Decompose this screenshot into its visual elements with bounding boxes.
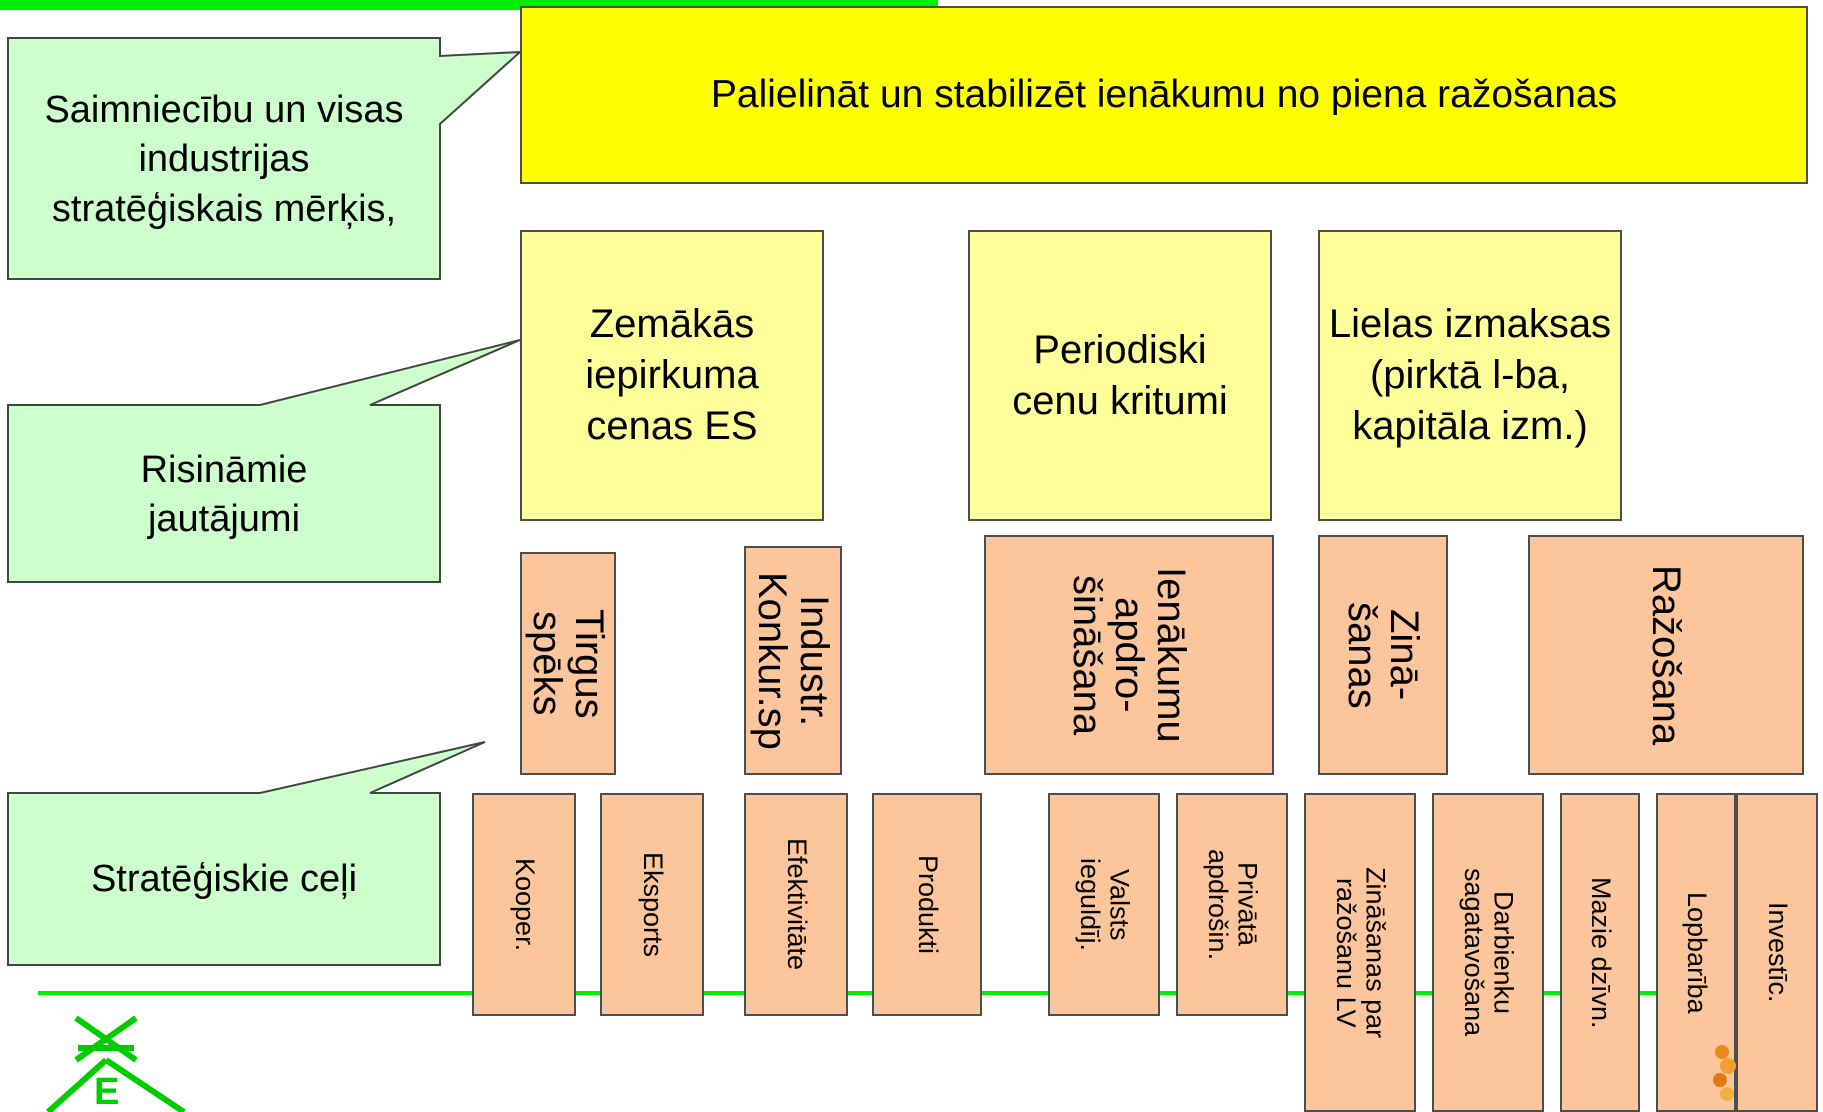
path-box: Kooper. [472,793,576,1016]
path-label: Kooper. [509,857,540,952]
paths-callout-shape [7,741,486,966]
path-label: Eksports [637,851,668,958]
path-box: Valsts ieguldīj. [1048,793,1160,1016]
path-label: Efektivitāte [781,838,812,971]
path-box: Mazie dzīvn. [1560,793,1640,1112]
issue-label: Periodiski cenu kritumi [1012,327,1228,423]
logo-icon: E [45,1015,186,1112]
paths-callout-label: Stratēģiskie ceļi [90,858,358,901]
strategy-label: Zinā-šanas [1340,601,1426,709]
path-label: Investīc. [1762,902,1793,1003]
path-box: Produkti [872,793,982,1016]
path-box: Efektivitāte [744,793,848,1016]
path-label: Produkti [912,854,943,955]
goal-label: Palielināt un stabilizēt ienākumu no pie… [710,73,1618,116]
top-divider-line [0,0,938,10]
strategy-box: Zinā-šanas [1318,535,1448,775]
path-box: Lopbarība [1656,793,1736,1112]
path-label: Valsts ieguldīj. [1075,857,1135,952]
issue-label: Zemākās iepirkuma cenas ES [585,302,759,448]
strategy-box: Industr. Konkur.sp [744,546,842,775]
issue-box: Zemākās iepirkuma cenas ES [520,230,824,521]
path-box: Investīc. [1736,793,1818,1112]
decoration-icon [1713,1045,1736,1101]
path-box: Darbienku sagatavošana [1432,793,1544,1112]
path-box: Privātā apdrošin. [1176,793,1288,1016]
strategy-box: Tirgus spēks [520,552,616,775]
path-label: Darbienku sagatavošana [1459,868,1519,1037]
strategy-label: Industr. Konkur.sp [750,571,836,750]
strategy-box: Ienākumu apdro-šināšana [984,535,1274,775]
issues-callout-shape [7,339,521,583]
path-label: Lopbarība [1681,891,1712,1014]
paths-callout: Stratēģiskie ceļi [10,797,438,963]
issues-callout: Risināmie jautājumi [10,410,438,580]
path-box: Zināšanas par ražošanu LV [1304,793,1416,1112]
issue-box: Periodiski cenu kritumi [968,230,1272,521]
goal-box: Palielināt un stabilizēt ienākumu no pie… [520,6,1808,184]
goal-callout-shape [7,37,523,280]
path-label: Privātā apdrošin. [1203,848,1263,961]
path-label: Zināšanas par ražošanu LV [1331,866,1391,1039]
goal-callout: Saimniecību un visas industrijas stratēģ… [40,44,408,276]
issue-label: Lielas izmaksas (pirktā l-ba, kapitāla i… [1328,302,1612,448]
logo-letter: E [94,1071,119,1112]
strategy-label: Tirgus spēks [525,608,611,719]
strategy-label: Ienākumu apdro-šināšana [1065,567,1193,743]
goal-callout-label: Saimniecību un visas industrijas stratēģ… [44,88,404,230]
strategy-box: Ražošana [1528,535,1804,775]
path-box: Eksports [600,793,704,1016]
issues-callout-label: Risināmie jautājumi [140,448,308,540]
path-label: Mazie dzīvn. [1585,876,1616,1029]
strategy-label: Ražošana [1644,564,1688,746]
issue-box: Lielas izmaksas (pirktā l-ba, kapitāla i… [1318,230,1622,521]
